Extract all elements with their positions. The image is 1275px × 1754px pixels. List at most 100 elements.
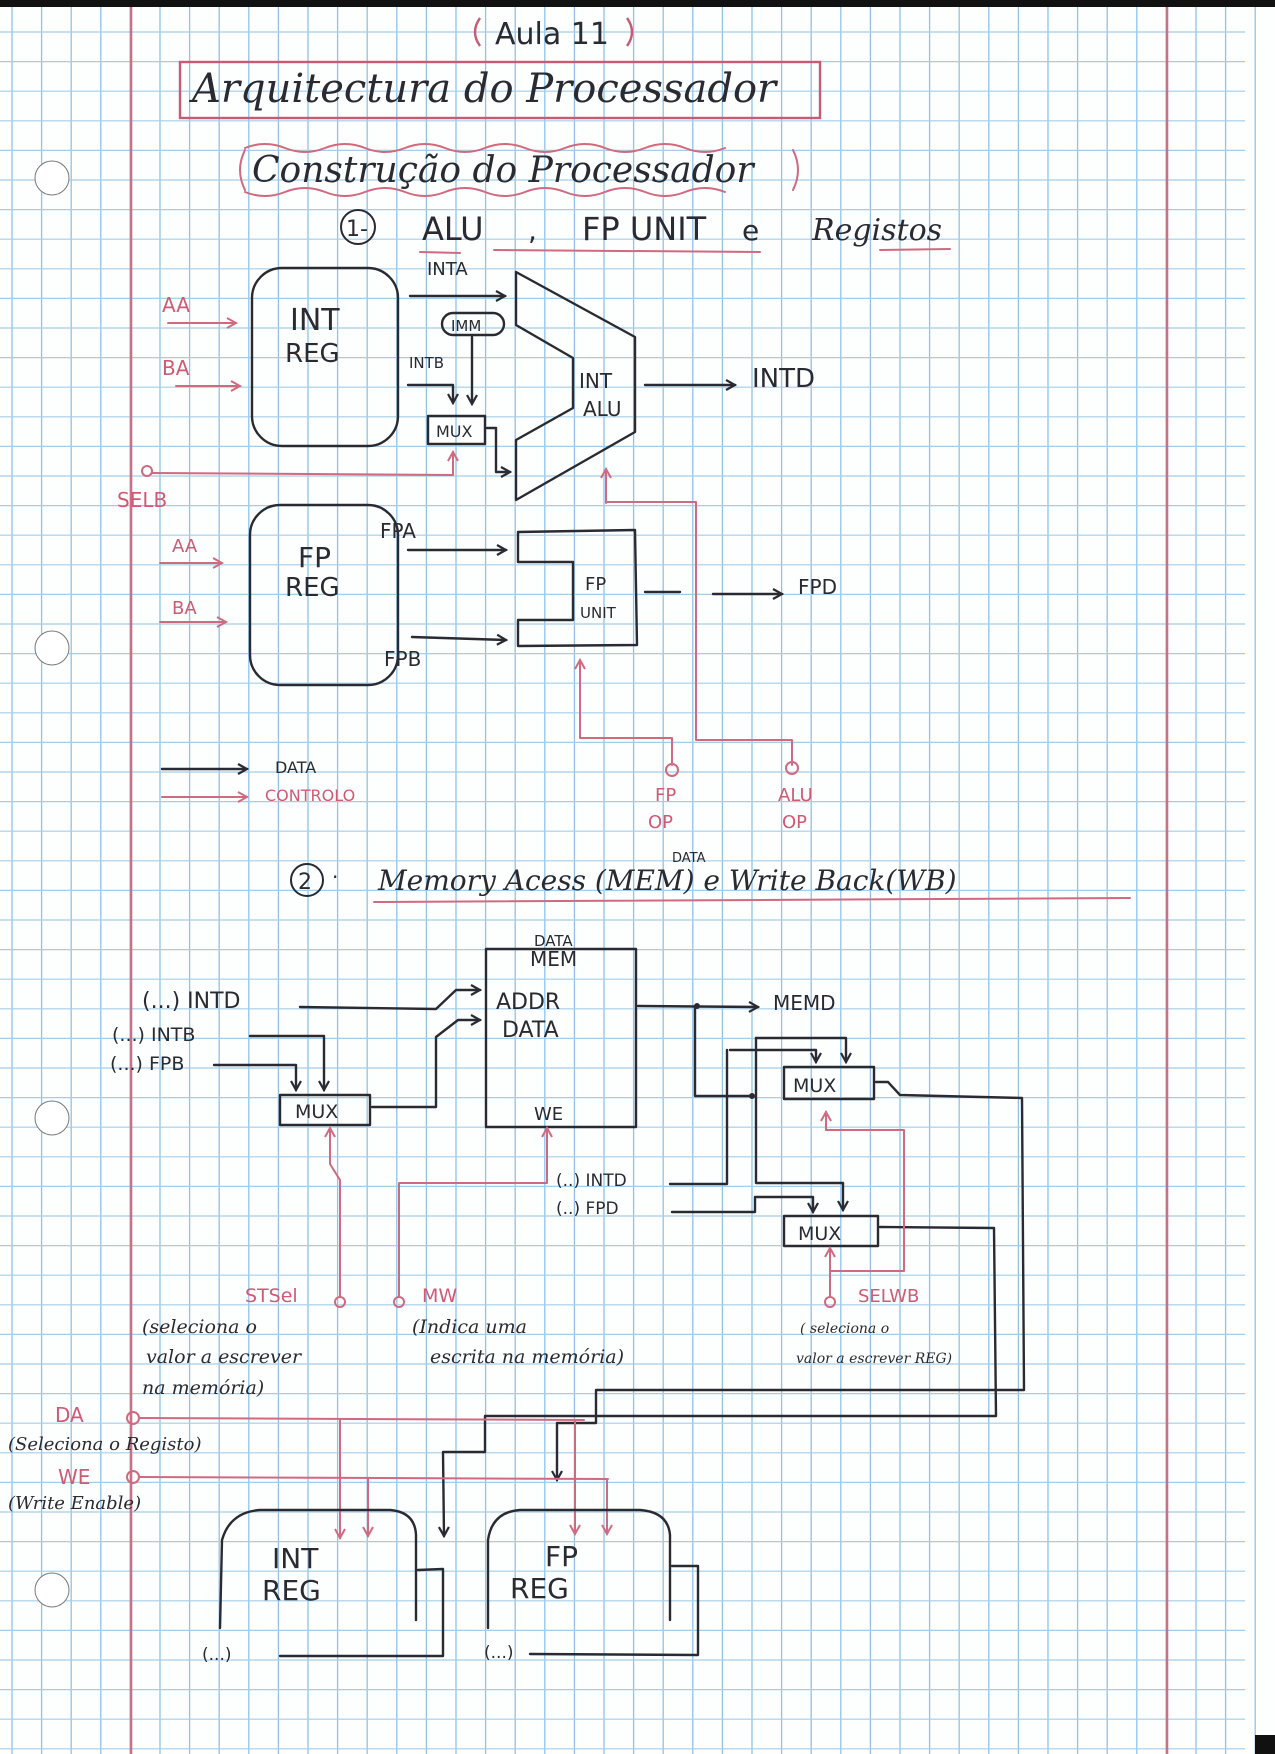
fp-unit-label-2: UNIT <box>580 604 617 622</box>
section-1-title-alu: ALU <box>422 210 484 248</box>
scan-edge-top <box>0 0 1275 7</box>
selb-label: SELB <box>117 488 167 512</box>
fp-op-label: FP <box>655 785 676 806</box>
scan-edge-corner <box>1255 1735 1275 1754</box>
lesson-parens <box>473 17 634 47</box>
inta-label: INTA <box>427 259 468 280</box>
fpb-label: FPB <box>384 647 421 671</box>
aa-label: AA <box>162 293 190 317</box>
imm-label: IMM <box>451 317 481 335</box>
stsel-label: STSel <box>245 1285 298 1307</box>
fp-reg-label-2: REG <box>285 573 340 603</box>
wb-input-fpd: (..) FPD <box>556 1199 619 1219</box>
hole-punch <box>34 1100 70 1136</box>
section-2-bullet: · <box>332 865 338 889</box>
selwb-note-1: ( seleciona o <box>800 1321 889 1337</box>
alu-op-label: ALU <box>778 785 813 806</box>
data-mem-data-label: DATA <box>502 1018 559 1043</box>
data-mem-addr-label: ADDR <box>496 990 560 1015</box>
wb-int-reg-label-2: REG <box>262 1574 321 1607</box>
int-alu-block <box>514 270 637 502</box>
lesson-label: Aula 11 <box>495 17 609 52</box>
fp-ba-label: BA <box>172 598 197 619</box>
fpd-label: FPD <box>798 575 837 599</box>
hole-punch <box>34 1572 70 1608</box>
int-alu-label-2: ALU <box>583 397 621 421</box>
wb-input-intd: (..) INTD <box>556 1171 627 1191</box>
section-1-title-comma: , <box>528 214 537 247</box>
fp-reg-label: FP <box>298 541 331 574</box>
header: Aula 11 Arquitectura do Processador Cons… <box>178 17 822 197</box>
int-reg-label-2: REG <box>285 339 340 369</box>
data-mem-caption: DATA <box>534 932 573 950</box>
hole-punch <box>34 630 70 666</box>
section-1-title-fpunit: FP UNIT <box>582 210 707 248</box>
alu-op-label-2: OP <box>782 812 807 833</box>
hole-punches <box>34 160 70 1608</box>
da-note: (Seleciona o Registo) <box>8 1434 202 1455</box>
int-alu-label: INT <box>579 369 613 393</box>
stsel-note-2: valor a escrever <box>146 1346 303 1368</box>
data-mem-block <box>484 947 638 1129</box>
wb-mux-upper-label: MUX <box>793 1075 836 1097</box>
mw-label: MW <box>422 1285 457 1307</box>
we-note: (Write Enable) <box>8 1493 141 1514</box>
da-label: DA <box>55 1403 84 1427</box>
store-mux-label: MUX <box>295 1101 338 1123</box>
mux-block <box>426 414 487 446</box>
fp-reg-block <box>248 503 400 687</box>
mw-note-2: escrita na memória) <box>430 1346 624 1368</box>
wb-int-reg-label: INT <box>272 1542 319 1575</box>
section-2-number: 2 <box>298 870 312 895</box>
int-reg-block <box>250 266 400 448</box>
section-2-title-above: DATA <box>672 851 706 866</box>
ba-label: BA <box>162 356 190 380</box>
section-1-number: 1- <box>346 217 368 242</box>
we-label: WE <box>58 1465 90 1489</box>
title-box <box>178 60 822 120</box>
selwb-label: SELWB <box>858 1286 919 1307</box>
wb-int-reg-block <box>218 1508 418 1630</box>
section-1-title-registos: Registos <box>811 213 942 248</box>
data-mem-title: MEM <box>530 947 577 971</box>
legend-control-label: CONTROLO <box>265 786 355 805</box>
int-reg-label: INT <box>290 303 340 338</box>
store-mux-block <box>278 1093 372 1127</box>
wb-fp-reg-block <box>486 1508 672 1630</box>
fp-unit-label: FP <box>585 574 606 595</box>
memd-label: MEMD <box>773 991 836 1015</box>
wb-fp-reg-ellipsis: (...) <box>484 1643 513 1663</box>
input-intd: (...) INTD <box>142 989 240 1014</box>
section-2: 2 · Memory Acess (MEM) e Write Back(WB) … <box>8 851 1131 1665</box>
fp-unit-block <box>516 528 639 648</box>
stsel-note-3: na memória) <box>142 1377 264 1399</box>
subtitle-wavy-frame <box>239 143 799 197</box>
section-1-title-e: e <box>742 214 759 247</box>
legend: DATA CONTROLO <box>160 758 355 805</box>
wb-mux-lower-label: MUX <box>798 1223 841 1245</box>
section-1: 1- ALU , FP UNIT e Registos INT REG AA B… <box>117 209 951 833</box>
mux-label: MUX <box>436 422 473 441</box>
wb-fp-reg-label-2: REG <box>510 1572 569 1605</box>
hole-punch <box>34 160 70 196</box>
wb-mux-upper <box>782 1065 876 1101</box>
fp-op-label-2: OP <box>648 812 673 833</box>
stsel-note-1: (seleciona o <box>142 1316 257 1338</box>
page-subtitle: Construção do Processador <box>252 150 755 191</box>
mw-note-1: (Indica uma <box>412 1316 527 1338</box>
page-title: Arquitectura do Processador <box>188 66 779 112</box>
data-mem-we-label: WE <box>534 1104 563 1125</box>
section-2-title: Memory Acess (MEM) e Write Back(WB) <box>377 864 957 897</box>
intb-label: INTB <box>409 354 444 372</box>
wb-int-reg-ellipsis: (...) <box>202 1645 231 1665</box>
input-intb: (...) INTB <box>112 1024 195 1046</box>
selwb-note-2: valor a escrever REG) <box>796 1351 952 1367</box>
fp-aa-label: AA <box>172 536 198 557</box>
wb-fp-reg-label: FP <box>545 1540 578 1573</box>
intd-label: INTD <box>752 364 815 394</box>
legend-data-label: DATA <box>275 758 316 777</box>
fpa-label: FPA <box>380 519 416 543</box>
input-fpb: (...) FPB <box>110 1053 184 1075</box>
